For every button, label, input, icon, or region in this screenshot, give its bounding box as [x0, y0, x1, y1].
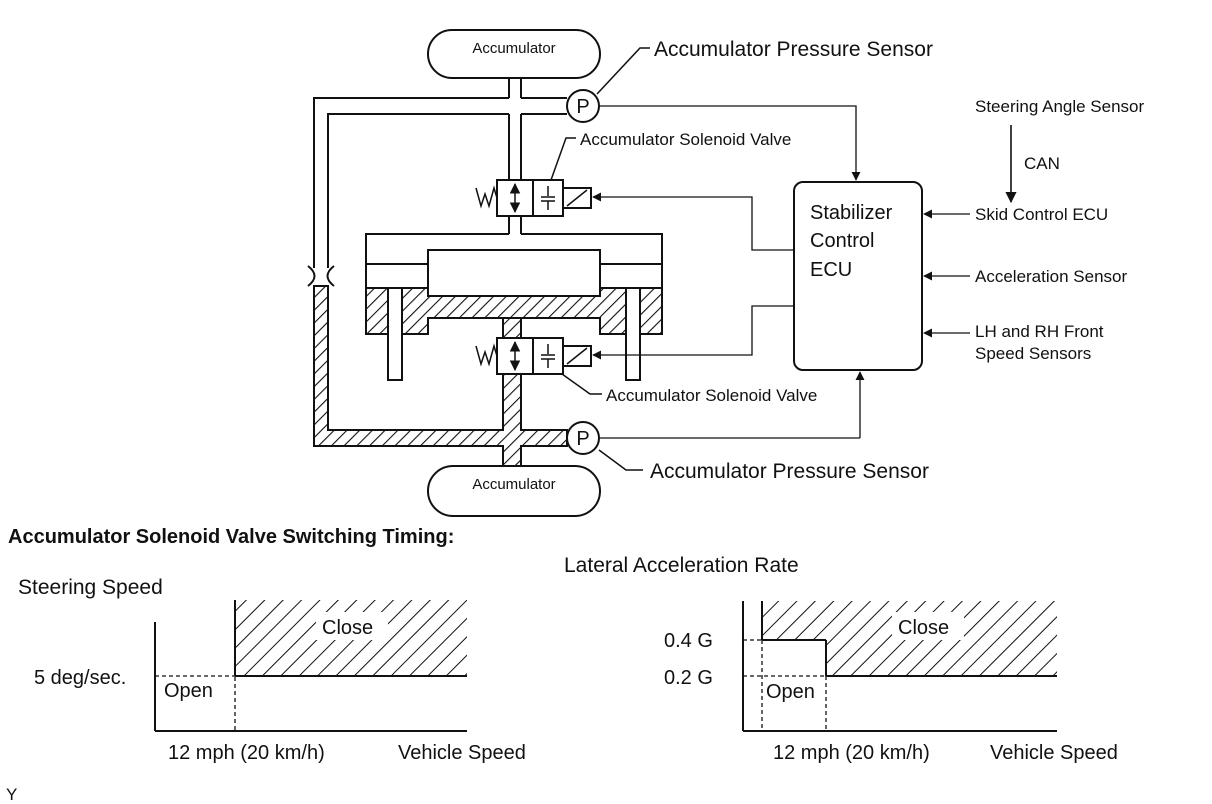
pressure-sensor-bottom-symbol: P	[576, 428, 589, 450]
acceleration-sensor-label: Acceleration Sensor	[975, 267, 1127, 286]
stabilizer-cylinder	[365, 233, 663, 381]
skid-control-ecu-label: Skid Control ECU	[975, 205, 1108, 224]
right-x-tick: 12 mph (20 km/h)	[773, 742, 930, 764]
timing-heading: Accumulator Solenoid Valve Switching Tim…	[8, 526, 454, 548]
left-timing-chart: Steering Speed 5 deg/sec. Open Close 12 …	[18, 576, 526, 764]
diagram-labels: Accumulator Accumulator Accumulator Pres…	[472, 38, 1144, 493]
upper-hydraulic-line	[313, 78, 567, 268]
solenoid-valve-bottom-label: Accumulator Solenoid Valve	[606, 386, 817, 405]
footer-code: Y	[6, 785, 17, 804]
front-speed-sensors-label-2: Speed Sensors	[975, 344, 1091, 363]
left-close-label-bg	[316, 612, 388, 640]
right-open-label: Open	[766, 681, 815, 703]
right-close-label-bg	[892, 612, 964, 640]
ecu-label-line2: Control	[810, 230, 874, 252]
pressure-sensor-bottom-label: Accumulator Pressure Sensor	[650, 460, 929, 483]
right-y-tick-low: 0.2 G	[664, 667, 713, 689]
left-y-tick: 5 deg/sec.	[34, 667, 126, 689]
pressure-sensor-top-label: Accumulator Pressure Sensor	[654, 38, 933, 61]
pressure-sensor-top-symbol: P	[576, 96, 589, 118]
steering-angle-sensor-label: Steering Angle Sensor	[975, 97, 1145, 116]
accumulator-solenoid-valve-bottom	[475, 337, 592, 375]
accumulator-top-label: Accumulator	[472, 40, 555, 57]
accumulator-solenoid-valve-top	[475, 179, 592, 217]
right-ylabel: Lateral Acceleration Rate	[564, 554, 799, 577]
left-close-label: Close	[322, 617, 373, 639]
right-timing-chart: Lateral Acceleration Rate 0.4 G 0.2 G Op…	[564, 554, 1118, 764]
left-open-label: Open	[164, 680, 213, 702]
front-speed-sensors-label-1: LH and RH Front	[975, 322, 1104, 341]
left-x-tick: 12 mph (20 km/h)	[168, 742, 325, 764]
accumulator-top	[427, 29, 601, 79]
hydraulic-system	[307, 29, 860, 517]
ecu-wiring	[592, 105, 1017, 438]
right-close-label: Close	[898, 617, 949, 639]
can-label: CAN	[1024, 154, 1060, 173]
stabilizer-control-ecu	[793, 181, 923, 371]
left-xlabel: Vehicle Speed	[398, 742, 526, 764]
orifice-restrictor	[307, 265, 335, 287]
ecu-label-line3: ECU	[810, 259, 852, 281]
solenoid-valve-top-label: Accumulator Solenoid Valve	[580, 130, 791, 149]
right-xlabel: Vehicle Speed	[990, 742, 1118, 764]
accumulator-bottom-label: Accumulator	[472, 476, 555, 493]
left-ylabel: Steering Speed	[18, 576, 163, 599]
right-y-tick-high: 0.4 G	[664, 630, 713, 652]
ecu-label-line1: Stabilizer	[810, 202, 893, 224]
pressure-sensor-bottom	[566, 421, 600, 455]
